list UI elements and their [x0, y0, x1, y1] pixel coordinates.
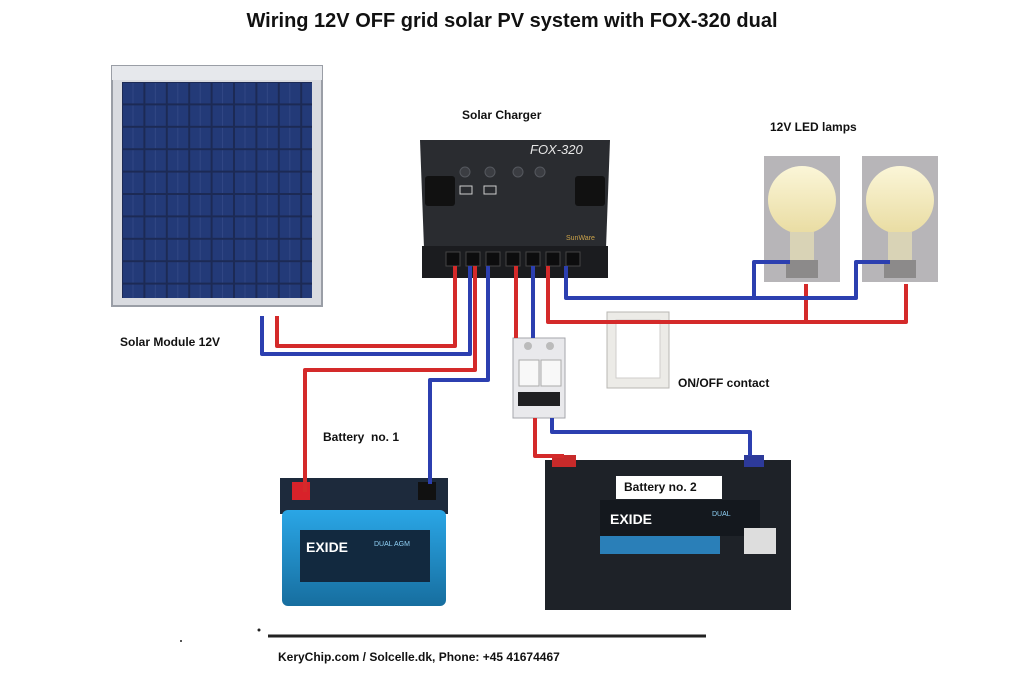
battery-1-brand: EXIDE — [306, 539, 348, 555]
label-battery-1: Battery no. 1 — [323, 430, 400, 444]
charge-controller: FOX-320 SunWare — [420, 140, 610, 278]
on-off-switch — [606, 311, 670, 389]
label-battery-2: Battery no. 2 — [616, 476, 722, 499]
positive-wires — [275, 266, 908, 492]
led-lamp-1 — [764, 156, 840, 282]
battery-2: EXIDE DUAL — [545, 455, 791, 610]
battery-2-brand: EXIDE — [610, 511, 652, 527]
label-solar-charger: Solar Charger — [462, 108, 542, 122]
negative-wires — [260, 260, 890, 484]
controller-brand: SunWare — [566, 235, 595, 242]
footer-contact: KeryChip.com / Solcelle.dk, Phone: +45 4… — [278, 650, 560, 664]
battery-2-tag: DUAL — [712, 511, 731, 518]
battery-1-tag: DUAL AGM — [374, 541, 410, 548]
led-lamp-2 — [862, 156, 938, 282]
page-title: Wiring 12V OFF grid solar PV system with… — [246, 10, 778, 32]
battery-1: EXIDE DUAL AGM — [280, 478, 448, 606]
label-led-lamps: 12V LED lamps — [770, 120, 857, 134]
label-on-off: ON/OFF contact — [678, 376, 770, 390]
circuit-breaker — [512, 337, 566, 419]
controller-model: FOX-320 — [530, 142, 584, 157]
label-solar-module: Solar Module 12V — [120, 335, 221, 349]
solar-panel — [111, 65, 323, 307]
